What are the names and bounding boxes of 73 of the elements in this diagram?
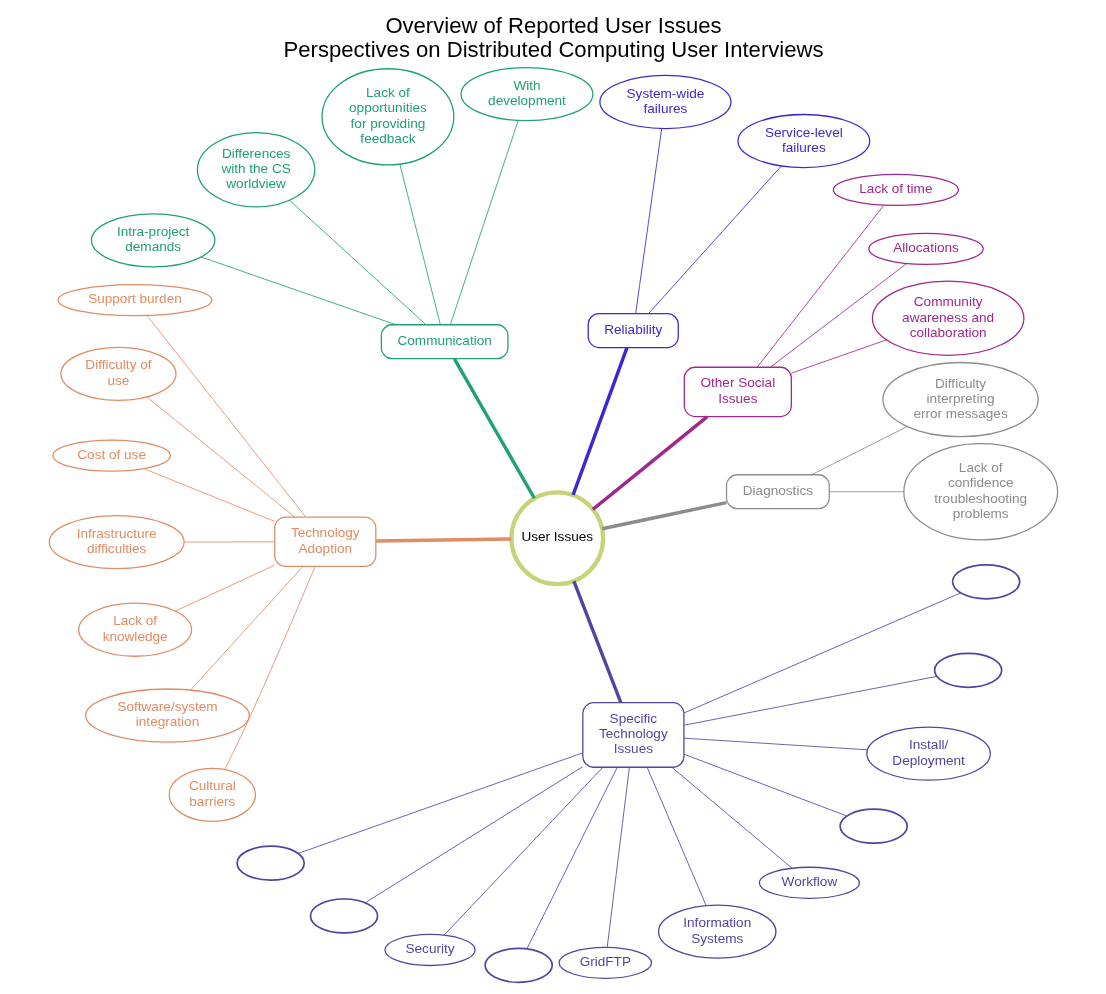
node-ellipse: Information Systems	[657, 904, 777, 959]
node-ellipse: Workflow	[758, 866, 860, 899]
connector	[452, 358, 536, 500]
node-ellipse: Cost of use	[51, 439, 171, 472]
connector	[200, 256, 396, 326]
connector	[146, 315, 306, 518]
node-ellipse: With development	[459, 67, 593, 122]
node-box: Specific Technology Issues	[581, 702, 685, 768]
connector	[683, 737, 868, 751]
node-box: Diagnostics	[725, 474, 830, 510]
connector	[671, 767, 792, 869]
node-circle: User Issues	[508, 490, 605, 587]
connector	[810, 426, 907, 476]
node-ellipse: Cultural barriers	[168, 767, 256, 822]
node-ellipse: Lack of knowledge	[77, 602, 192, 657]
connector	[683, 675, 937, 726]
connector	[591, 415, 708, 511]
node-cloud	[933, 652, 1003, 689]
connector	[828, 491, 904, 493]
node-cloud	[235, 845, 305, 881]
node-cloud	[483, 947, 553, 984]
connector	[526, 767, 618, 950]
connector	[790, 339, 887, 374]
connector	[683, 753, 847, 817]
connector	[146, 396, 295, 518]
node-ellipse: Software/system integration	[84, 688, 250, 743]
node-ellipse: System-wide failures	[598, 74, 732, 130]
node-box: Communication	[380, 324, 509, 360]
connector	[443, 766, 603, 936]
node-ellipse: Community awareness and collaboration	[871, 280, 1025, 357]
connector	[297, 752, 583, 854]
node-ellipse: Difficulty of use	[59, 346, 177, 402]
node-ellipse: Lack of confidence troubleshooting problems	[902, 443, 1058, 541]
node-ellipse: Install/ Deployment	[865, 726, 991, 781]
connector	[769, 263, 907, 368]
connector	[289, 200, 426, 326]
connector	[398, 163, 441, 325]
connector	[449, 120, 519, 326]
node-box: Technology Adoption	[273, 516, 376, 568]
diagram-title: Overview of Reported User Issues	[384, 12, 722, 38]
connector	[183, 541, 275, 543]
node-ellipse: Service-level failures	[736, 113, 870, 169]
node-ellipse: Allocations	[867, 232, 984, 265]
node-ellipse: Support burden	[56, 284, 212, 317]
node-ellipse: GridFTP	[557, 946, 652, 979]
node-cloud	[309, 898, 378, 934]
node-ellipse: Lack of time	[832, 173, 959, 207]
connector	[375, 537, 511, 543]
connector	[634, 128, 662, 314]
connector	[756, 204, 884, 368]
node-cloud	[951, 564, 1021, 600]
connector	[571, 580, 622, 704]
node-ellipse: Lack of opportunities for providing feedback	[320, 68, 454, 166]
connector	[646, 767, 706, 906]
node-ellipse: Infrastructure difficulties	[48, 514, 185, 570]
connector	[606, 766, 630, 948]
caption: Perspectives on Distributed Computing User Interviews	[283, 37, 823, 63]
node-cloud	[838, 808, 908, 844]
node-ellipse: Difficulty interpreting error messages	[881, 361, 1039, 438]
connector	[189, 566, 303, 691]
connector	[143, 468, 275, 522]
connector	[174, 564, 275, 612]
node-ellipse: Differences with the CS worldview	[196, 132, 315, 208]
connector	[683, 592, 961, 714]
node-box: Other Social Issues	[683, 366, 792, 418]
node-ellipse: Intra-project demands	[90, 213, 215, 268]
connector	[224, 566, 315, 770]
connector	[647, 165, 782, 314]
connector	[601, 500, 727, 531]
node-box: Reliability	[587, 312, 679, 349]
connector	[364, 766, 583, 904]
node-ellipse: Security	[383, 933, 476, 967]
connector	[571, 347, 629, 496]
